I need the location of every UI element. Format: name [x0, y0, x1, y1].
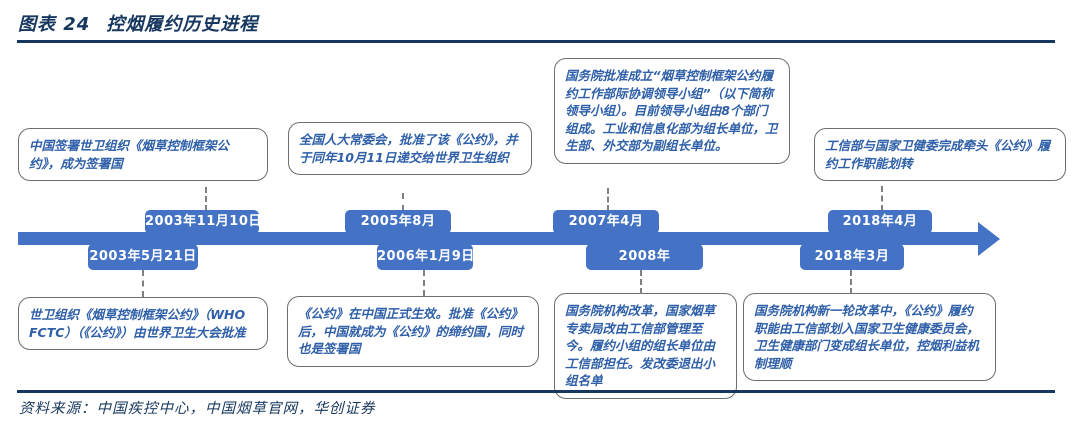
event-date-chip: 2008年 [586, 244, 703, 270]
timeline-arrow-head-icon [978, 222, 1000, 256]
event-date-chip: 2003年11月10日 [145, 210, 261, 234]
source-note: 资料来源：中国疾控中心，中国烟草官网，华创证券 [19, 397, 376, 418]
footer-rule [17, 390, 1055, 393]
connector-line [142, 270, 144, 297]
event-description: 全国人大常委会，批准了该《公约》，并于同年10月11日递交给世界卫生组织 [299, 132, 518, 165]
event-callout-2008: 国务院机构改革，国家烟草专卖局改由工信部管理至今。履约小组的组长单位由工信部担任… [554, 293, 737, 399]
source-label: 资料来源： [19, 401, 97, 417]
event-callout-2006-01: 《公约》在中国正式生效。批准《公约》后，中国就成为《公约》的缔约国，同时也是签署… [287, 296, 539, 367]
event-description: 中国签署世卫组织《烟草控制框架公约》，成为签署国 [29, 138, 230, 171]
event-callout-2018-04: 工信部与国家卫健委完成牵头《公约》履约工作职能划转 [814, 128, 1066, 181]
event-callout-2003-05: 世卫组织《烟草控制框架公约》（WHO FCTC）（《公约》）由世界卫生大会批准 [18, 297, 268, 350]
figure-label: 图表 24 [18, 14, 91, 35]
event-date-chip: 2007年4月 [553, 210, 659, 234]
source-text: 中国疾控中心，中国烟草官网，华创证券 [96, 401, 376, 417]
event-description: 国务院机构新一轮改革中，《公约》履约职能由工信部划入国家卫生健康委员会，卫生健康… [754, 303, 980, 371]
event-description: 工信部与国家卫健委完成牵头《公约》履约工作职能划转 [825, 138, 1051, 171]
event-callout-2007-04: 国务院批准成立“烟草控制框架公约履约工作部际协调领导小组”（以下简称领导小组）。… [554, 58, 790, 164]
connector-line [881, 186, 883, 211]
event-date-chip: 2018年3月 [800, 244, 904, 270]
timeline-axis [18, 232, 980, 245]
connector-line [423, 270, 425, 296]
title-underline [17, 40, 1055, 43]
connector-line [640, 270, 642, 294]
connector-line [607, 188, 609, 211]
event-description: 世卫组织《烟草控制框架公约》（WHO FCTC）（《公约》）由世界卫生大会批准 [29, 307, 246, 340]
event-description: 《公约》在中国正式生效。批准《公约》后，中国就成为《公约》的缔约国，同时也是签署… [298, 306, 524, 356]
event-date-chip: 2003年5月21日 [88, 244, 198, 270]
connector-line [850, 270, 852, 294]
figure-title: 图表 24 控烟履约历史进程 [18, 10, 258, 36]
event-date-chip: 2005年8月 [345, 210, 451, 234]
event-description: 国务院批准成立“烟草控制框架公约履约工作部际协调领导小组”（以下简称领导小组）。… [565, 68, 778, 153]
event-description: 国务院机构改革，国家烟草专卖局改由工信部管理至今。履约小组的组长单位由工信部担任… [565, 303, 716, 388]
connector-line [205, 187, 207, 211]
event-callout-2018-03: 国务院机构新一轮改革中，《公约》履约职能由工信部划入国家卫生健康委员会，卫生健康… [743, 293, 996, 381]
figure-title-text: 控烟履约历史进程 [106, 14, 259, 35]
event-callout-2005-08: 全国人大常委会，批准了该《公约》，并于同年10月11日递交给世界卫生组织 [288, 122, 532, 175]
event-date-chip: 2006年1月9日 [377, 244, 474, 270]
event-date-chip: 2018年4月 [828, 210, 932, 234]
connector-line [402, 193, 404, 211]
event-callout-2003-11: 中国签署世卫组织《烟草控制框架公约》，成为签署国 [18, 128, 268, 181]
